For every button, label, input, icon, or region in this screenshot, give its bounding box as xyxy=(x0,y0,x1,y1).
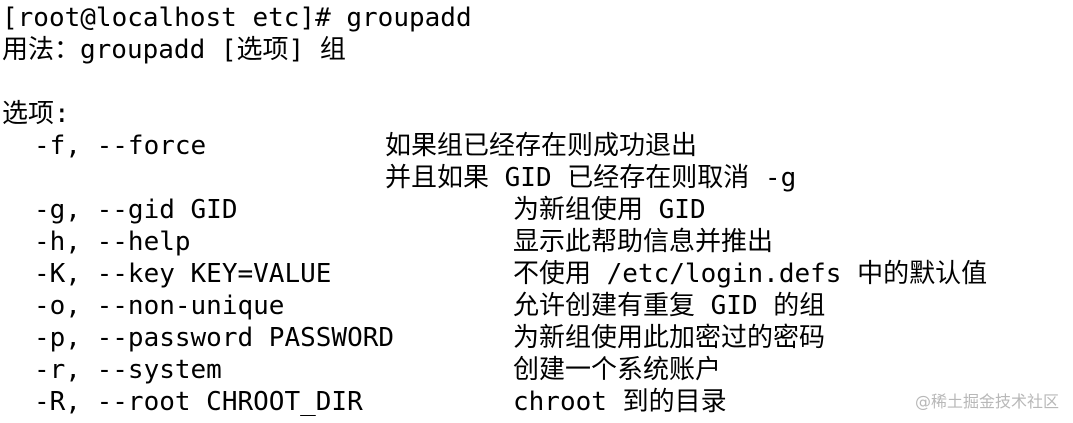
option-desc-non-unique: 允许创建有重复 GID 的组 xyxy=(513,291,826,321)
usage-line: 用法：groupadd [选项] 组 xyxy=(2,35,346,65)
option-desc-password: 为新组使用此加密过的密码 xyxy=(513,323,826,353)
option-desc-system: 创建一个系统账户 xyxy=(513,355,722,385)
option-desc-force-continued: 并且如果 GID 已经存在则取消 -g xyxy=(385,163,797,193)
option-desc-help: 显示此帮助信息并推出 xyxy=(513,227,774,257)
option-flag-gid: -g, --gid GID xyxy=(34,195,238,225)
option-flag-force: -f, --force xyxy=(34,131,207,161)
options-header: 选项: xyxy=(2,99,70,129)
watermark-text: @稀土掘金技术社区 xyxy=(914,392,1059,411)
option-flag-system: -r, --system xyxy=(34,355,222,385)
option-flag-help: -h, --help xyxy=(34,227,191,257)
option-flag-root: -R, --root CHROOT_DIR xyxy=(34,387,363,417)
option-flag-key: -K, --key KEY=VALUE xyxy=(34,259,332,289)
option-desc-key: 不使用 /etc/login.defs 中的默认值 xyxy=(513,259,988,289)
option-flag-non-unique: -o, --non-unique xyxy=(34,291,285,321)
option-desc-force: 如果组已经存在则成功退出 xyxy=(385,131,698,161)
option-desc-root: chroot 到的目录 xyxy=(513,387,727,417)
option-desc-gid: 为新组使用 GID xyxy=(513,195,706,225)
prompt-line: [root@localhost etc]# groupadd xyxy=(2,3,472,33)
option-flag-password: -p, --password PASSWORD xyxy=(34,323,395,353)
